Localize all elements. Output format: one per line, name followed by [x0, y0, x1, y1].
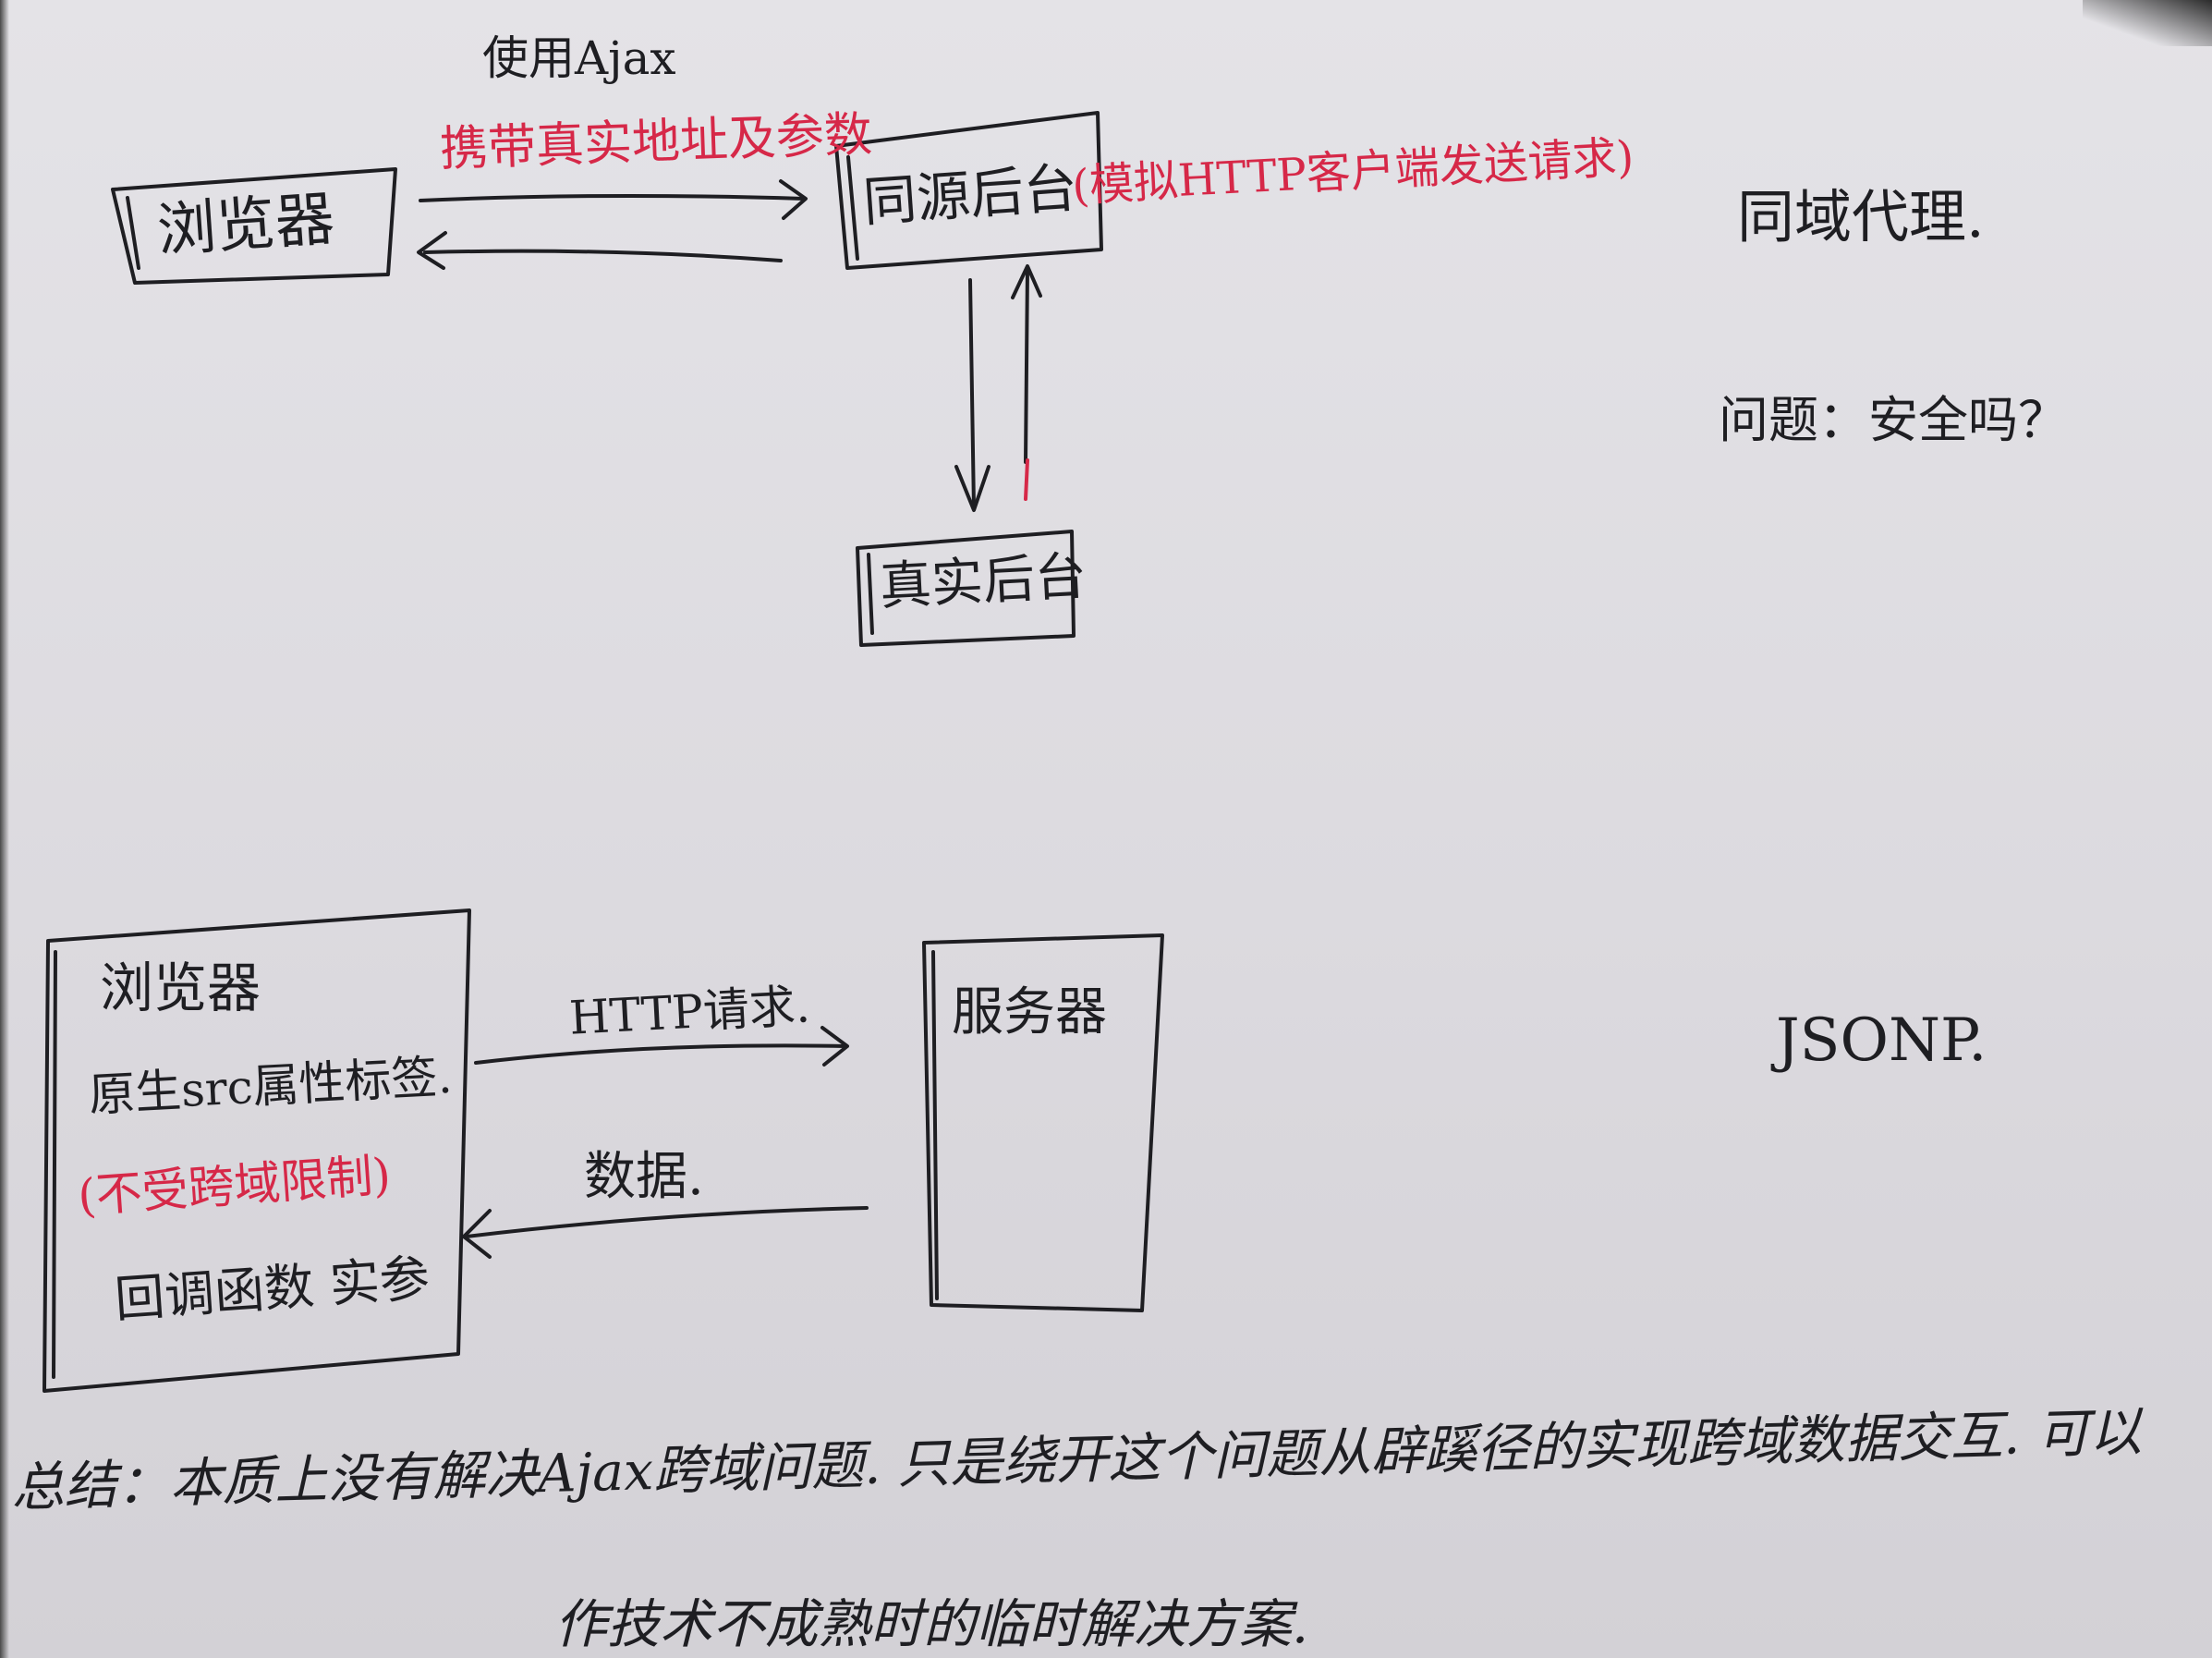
arrow-origin-to-browser	[417, 231, 783, 270]
data-label: 数据.	[584, 1147, 704, 1207]
proxy-title: 同域代理.	[1737, 183, 1985, 250]
arrow-http-request	[474, 1026, 849, 1067]
real-backend-box	[856, 530, 1076, 647]
ajax-param-note: 携带真实地址及参数	[439, 106, 873, 178]
jsonp-title: JSONP.	[1776, 1006, 1987, 1075]
server-label: 服务器	[952, 982, 1107, 1042]
same-origin-label: 同源后台	[860, 155, 1080, 235]
security-question: 问题：安全吗？	[1719, 391, 2068, 449]
http-request-label: HTTP请求.	[567, 979, 812, 1045]
arrow-data-response	[462, 1206, 869, 1259]
ajax-label: 使用Ajax	[482, 31, 676, 85]
real-backend-label: 真实后台	[878, 546, 1088, 617]
same-origin-box	[834, 111, 1103, 270]
arrow-browser-to-origin	[419, 179, 808, 220]
arrow-origin-to-real	[954, 278, 991, 512]
server-box	[922, 933, 1164, 1312]
top-browser-label: 浏览器	[154, 185, 337, 266]
arrow-real-to-origin	[1011, 264, 1042, 501]
bottom-browser-box	[43, 908, 471, 1393]
bottom-browser-label: 浏览器	[100, 957, 261, 1019]
summary-line-2: 作技术不成熟时的临时解决方案.	[554, 1594, 1309, 1655]
top-browser-box	[111, 167, 397, 285]
